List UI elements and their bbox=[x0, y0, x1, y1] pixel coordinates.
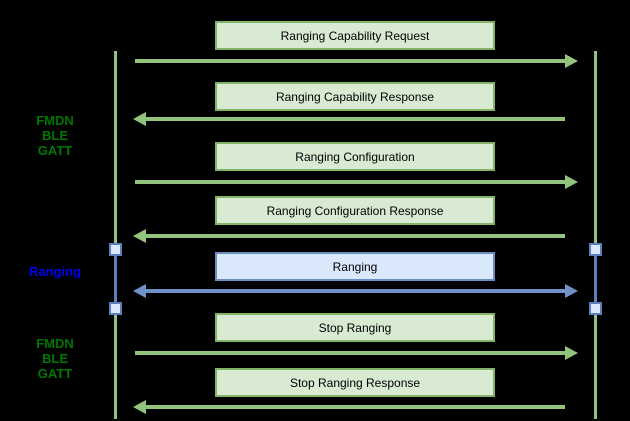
arrow-right bbox=[133, 174, 578, 190]
message-box-ranging-capability-request: Ranging Capability Request bbox=[215, 21, 495, 50]
message-box-ranging-capability-response: Ranging Capability Response bbox=[215, 82, 495, 111]
arrow-right bbox=[133, 53, 578, 69]
activation-square bbox=[589, 302, 602, 315]
message-box-ranging-configuration: Ranging Configuration bbox=[215, 142, 495, 171]
ranging-connector-left bbox=[114, 250, 117, 308]
activation-square bbox=[589, 243, 602, 256]
arrowhead-right-icon bbox=[565, 175, 578, 189]
activation-square bbox=[109, 243, 122, 256]
phase-line: GATT bbox=[37, 366, 73, 381]
phase-line: Ranging bbox=[29, 264, 81, 279]
phase-line: BLE bbox=[42, 128, 68, 143]
phase-line: BLE bbox=[42, 351, 68, 366]
phase-line: GATT bbox=[37, 143, 73, 158]
phase-line: FMDN bbox=[36, 336, 74, 351]
arrowhead-right-icon bbox=[565, 54, 578, 68]
arrowhead-right-icon bbox=[565, 284, 578, 298]
lifeline-right bbox=[594, 51, 597, 419]
arrowhead-left-icon bbox=[133, 284, 146, 298]
ranging-connector-right bbox=[594, 250, 597, 308]
phase-label-fmdn-ble-gatt-bottom: FMDN BLE GATT bbox=[5, 336, 105, 381]
message-box-ranging: Ranging bbox=[215, 252, 495, 281]
phase-label-ranging: Ranging bbox=[5, 264, 105, 279]
arrow-left bbox=[133, 399, 578, 415]
arrow-left bbox=[133, 111, 578, 127]
arrowhead-left-icon bbox=[133, 400, 146, 414]
arrow-bidirectional bbox=[133, 283, 578, 299]
arrowhead-left-icon bbox=[133, 112, 146, 126]
phase-label-fmdn-ble-gatt-top: FMDN BLE GATT bbox=[5, 113, 105, 158]
message-box-stop-ranging-response: Stop Ranging Response bbox=[215, 368, 495, 397]
phase-line: FMDN bbox=[36, 113, 74, 128]
activation-square bbox=[109, 302, 122, 315]
lifeline-left bbox=[114, 51, 117, 419]
arrowhead-left-icon bbox=[133, 229, 146, 243]
message-box-ranging-configuration-response: Ranging Configuration Response bbox=[215, 196, 495, 225]
arrow-left bbox=[133, 228, 578, 244]
message-box-stop-ranging: Stop Ranging bbox=[215, 313, 495, 342]
arrowhead-right-icon bbox=[565, 346, 578, 360]
arrow-right bbox=[133, 345, 578, 361]
